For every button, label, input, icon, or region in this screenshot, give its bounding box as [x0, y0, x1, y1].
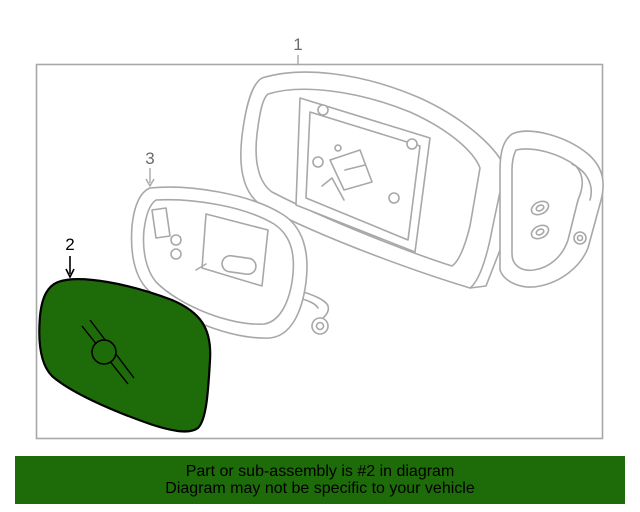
svg-text:2: 2 — [65, 235, 74, 254]
parts-diagram: 1 3 2 — [35, 35, 604, 440]
diagram-frame — [35, 63, 604, 440]
callout-2: 2 — [65, 235, 75, 279]
callout-3: 3 — [145, 149, 155, 188]
svg-text:3: 3 — [145, 149, 154, 168]
svg-text:1: 1 — [293, 35, 302, 54]
mirror-glass — [38, 278, 212, 433]
banner-line-2: Diagram may not be specific to your vehi… — [165, 480, 475, 497]
part-info-banner: Part or sub-assembly is #2 in diagram Di… — [15, 456, 625, 504]
banner-line-1: Part or sub-assembly is #2 in diagram — [185, 463, 455, 480]
callout-1: 1 — [293, 35, 303, 65]
mirror-housing — [240, 71, 604, 289]
glass-backing-plate — [130, 186, 330, 339]
